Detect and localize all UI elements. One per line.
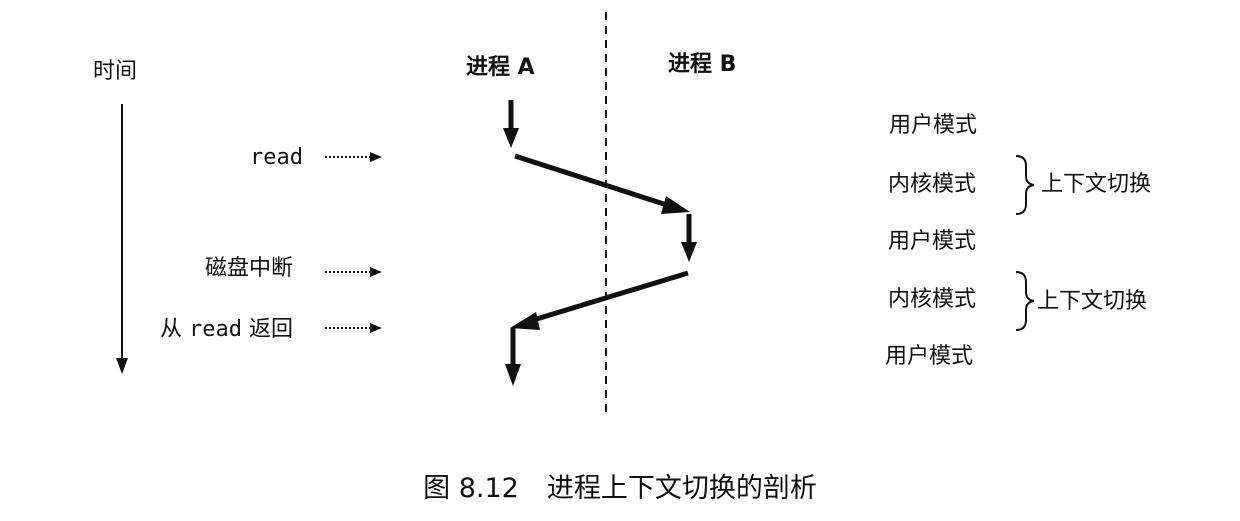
context-switch-label-1: 上下文切换 <box>1041 172 1152 197</box>
figure-title: 进程上下文切换的剖析 <box>546 473 817 504</box>
process-b-label: 进程 B <box>668 52 737 77</box>
read-event-label: read <box>250 145 303 170</box>
return-from-read-label: 从 read 返回 <box>160 318 293 342</box>
process-a-label: 进程 A <box>466 55 535 80</box>
time-axis <box>116 104 128 374</box>
disk-interrupt-label: 磁盘中断 <box>205 256 294 281</box>
return-code: read <box>189 317 242 342</box>
time-axis-label: 时间 <box>93 59 138 84</box>
mode-label-user-3: 用户模式 <box>885 344 974 369</box>
context-switch-brace-2 <box>1015 271 1035 331</box>
mode-label-user-2: 用户模式 <box>888 229 977 254</box>
read-event-arrow <box>325 152 382 162</box>
return-event-arrow <box>325 323 382 333</box>
figure-number: 图 8.12 <box>423 473 519 504</box>
mode-label-user-1: 用户模式 <box>889 113 978 138</box>
execution-flow <box>503 100 697 386</box>
mode-label-kernel-2: 内核模式 <box>888 287 977 312</box>
context-switch-label-2: 上下文切换 <box>1037 289 1148 314</box>
mode-label-kernel-1: 内核模式 <box>888 172 977 197</box>
return-suffix: 返回 <box>249 317 294 342</box>
figure-caption: 图 8.12 进程上下文切换的剖析 <box>0 473 1240 505</box>
context-switch-brace-1 <box>1015 155 1035 215</box>
disk-interrupt-event-arrow <box>325 267 382 277</box>
return-prefix: 从 <box>160 317 183 342</box>
